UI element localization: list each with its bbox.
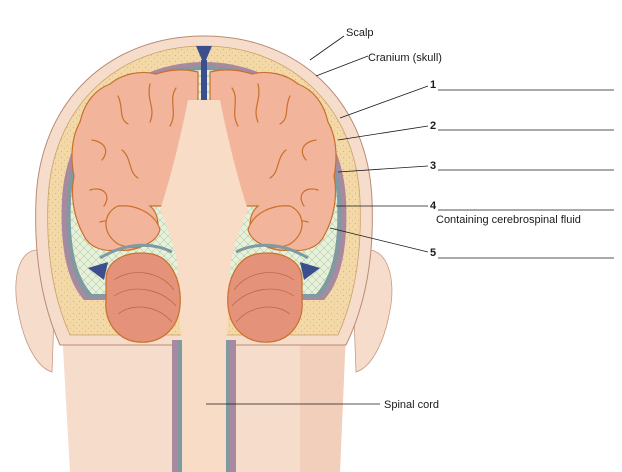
label-number-2: 2 xyxy=(430,120,436,132)
answer-blanks xyxy=(438,89,614,259)
right-cerebellar-hemisphere xyxy=(227,252,303,343)
leader-5 xyxy=(329,227,429,253)
leader-scalp xyxy=(309,35,345,61)
left-transverse-sinus xyxy=(88,262,108,280)
leader-2 xyxy=(337,125,429,141)
leader-lines xyxy=(206,35,429,405)
leader-1 xyxy=(339,85,429,119)
label-number-1: 1 xyxy=(430,79,436,91)
label-csf: Containing cerebrospinal fluid xyxy=(436,214,581,226)
label-number-5: 5 xyxy=(430,247,436,259)
falx-cerebri xyxy=(201,60,207,126)
cerebellar-folia xyxy=(113,272,295,323)
superior-sagittal-sinus xyxy=(196,46,212,60)
label-number-3: 3 xyxy=(430,160,436,172)
tentorium-right xyxy=(235,243,309,260)
label-cranium: Cranium (skull) xyxy=(368,52,442,64)
leader-3 xyxy=(337,165,429,173)
neck-shadow-right xyxy=(300,330,346,472)
tentorium-left xyxy=(99,243,173,260)
label-number-4: 4 xyxy=(430,200,437,212)
label-spinal-cord: Spinal cord xyxy=(384,399,439,411)
left-cerebellar-hemisphere xyxy=(105,252,181,343)
spinal-meninges xyxy=(172,340,236,472)
right-transverse-sinus xyxy=(300,262,320,280)
brainstem-and-white-matter xyxy=(160,100,248,472)
leader-cranium xyxy=(315,55,369,77)
label-scalp: Scalp xyxy=(346,27,374,39)
